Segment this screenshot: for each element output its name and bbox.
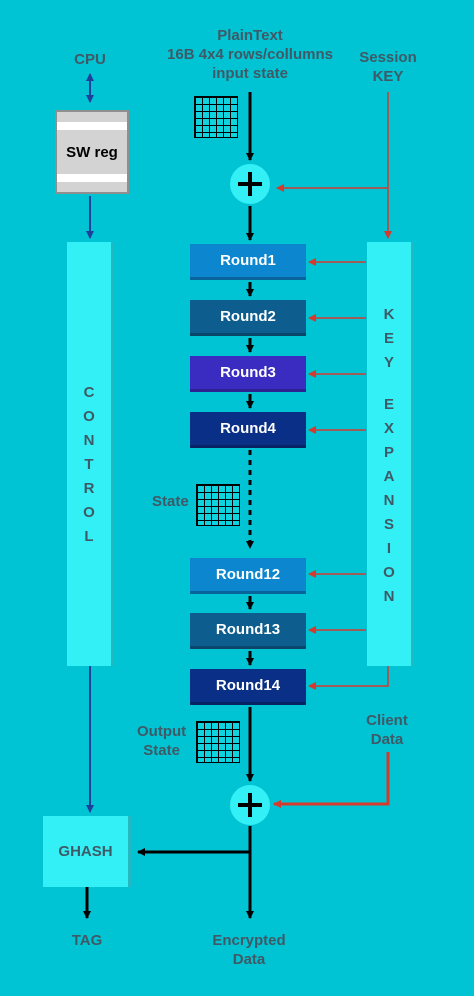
- key-expansion-letter: Y: [383, 354, 394, 371]
- output-state-label: Output State: [137, 723, 187, 759]
- key-expansion-letter: P: [383, 444, 394, 461]
- round-2-block: Round2: [190, 300, 306, 336]
- control-letter: O: [83, 504, 95, 521]
- input-state-grid-icon: [194, 96, 238, 138]
- key-expansion-letter: A: [383, 468, 395, 485]
- round-14-block: Round14: [190, 669, 306, 705]
- control-letter: N: [83, 432, 95, 449]
- key-expansion-letter: X: [383, 420, 394, 437]
- client-data-line: [273, 752, 390, 808]
- round-13-block: Round13: [190, 613, 306, 649]
- client-data-label: Client Data: [366, 712, 408, 748]
- control-letter: R: [83, 480, 95, 497]
- key-expansion-letter: N: [383, 588, 395, 605]
- xor-output-icon: [230, 785, 270, 825]
- state-label: State: [152, 493, 189, 510]
- round-4-block: Round4: [190, 412, 306, 448]
- key-expansion-letter: O: [383, 564, 395, 581]
- key-expansion-letter: K: [383, 306, 395, 323]
- sw-register: SW reg: [55, 110, 129, 194]
- control-letter: L: [84, 528, 94, 545]
- control-letter: T: [84, 456, 94, 473]
- encrypted-data-label: Encrypted Data: [212, 932, 286, 968]
- control-letter: O: [83, 408, 95, 425]
- key-expansion-letter: I: [386, 540, 392, 557]
- round-1-block: Round1: [190, 244, 306, 280]
- key-expansion-letter: E: [383, 330, 394, 347]
- session-key-label: Session KEY: [359, 49, 417, 85]
- output-state-grid-icon: [196, 721, 240, 763]
- state-grid-icon: [196, 484, 240, 526]
- sw-reg-label: SW reg: [66, 143, 118, 161]
- xor-input-icon: [230, 164, 270, 204]
- main-data-path: [83, 92, 254, 919]
- key-expansion-letter: S: [383, 516, 394, 533]
- key-expansion-block: K E Y E X P A N S I O N: [367, 242, 414, 666]
- control-block: C O N T R O L: [67, 242, 114, 666]
- ghash-block: GHASH: [43, 816, 131, 887]
- round-3-block: Round3: [190, 356, 306, 392]
- key-expansion-letter: E: [383, 396, 394, 413]
- tag-label: TAG: [71, 932, 103, 949]
- plaintext-label: PlainText 16B 4x4 rows/collumns input st…: [167, 27, 333, 82]
- round-12-block: Round12: [190, 558, 306, 594]
- key-expansion-letter: N: [383, 492, 395, 509]
- key-lines: [276, 92, 392, 690]
- control-letter: C: [83, 384, 95, 401]
- cpu-label: CPU: [74, 51, 106, 68]
